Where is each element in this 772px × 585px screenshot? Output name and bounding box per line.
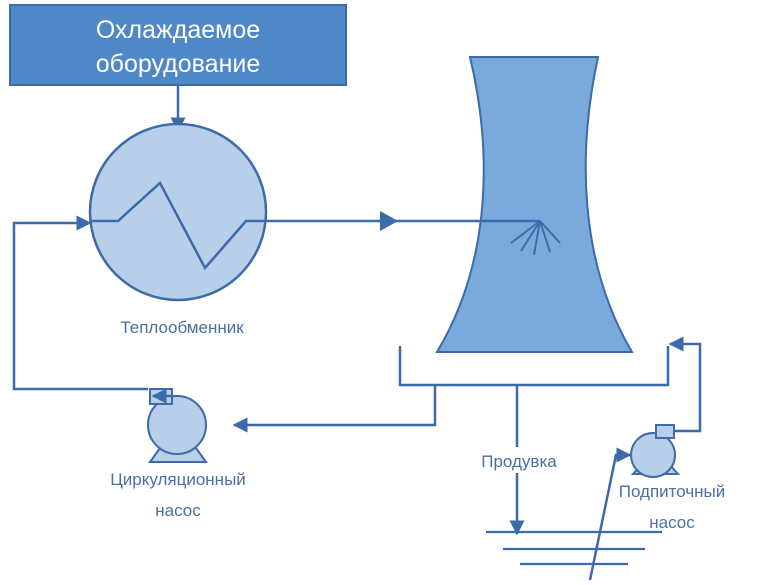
makeup-supply-pipe (588, 447, 632, 581)
circulation-pump-label-line2: насос (155, 501, 201, 520)
cooling-tower (435, 56, 634, 353)
blowdown-label-bg (478, 447, 562, 473)
makeup-pump-label-line1: Подпиточный (619, 482, 726, 501)
water-source (486, 530, 662, 566)
equipment-label-line1: Охлаждаемое (96, 16, 260, 44)
heat-exchanger-coil (90, 180, 266, 271)
tower-basin (398, 346, 670, 387)
spray-nozzle (510, 220, 561, 256)
basin-outlet-pipe (232, 385, 437, 433)
makeup-pump (630, 424, 681, 478)
heat-exchanger-label: Теплообменник (120, 318, 244, 337)
equipment-label-line2: оборудование (96, 50, 261, 78)
hot-water-arrow (380, 211, 398, 231)
return-loop-pipe (12, 215, 148, 391)
makeup-discharge-pipe (668, 336, 702, 433)
circulation-pump (147, 388, 208, 463)
heat-exchanger (88, 122, 268, 302)
circulation-pump-label-line1: Циркуляционный (110, 470, 246, 489)
cooled-equipment-box: Охлаждаемое оборудование (9, 4, 347, 86)
blowdown-label: Продувка (481, 452, 557, 471)
makeup-pump-label-line2: насос (649, 513, 695, 532)
